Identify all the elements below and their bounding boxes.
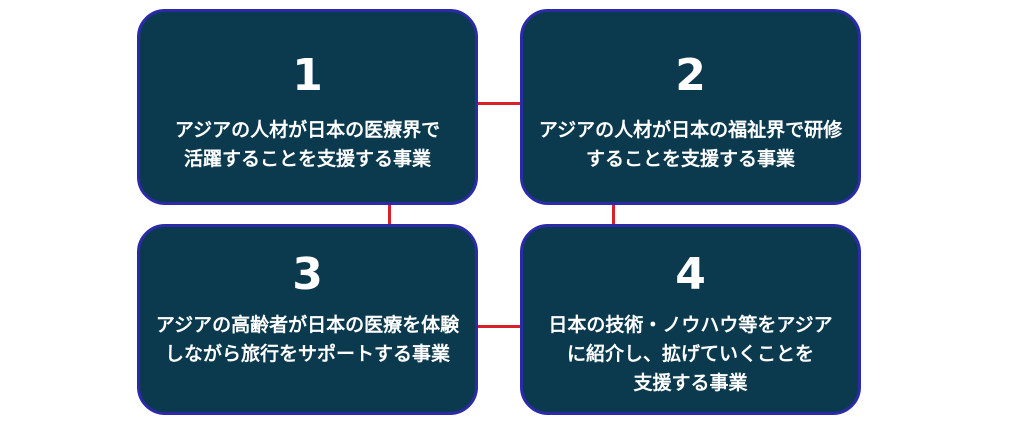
- card-2-line-1: アジアの人材が日本の福祉界で研修: [538, 119, 843, 141]
- card-3-description: アジアの高齢者が日本の医療を体験 しながら旅行をサポートする事業: [140, 311, 475, 369]
- connector-top: [476, 102, 524, 105]
- card-1-description: アジアの人材が日本の医療界で 活躍することを支援する事業: [140, 116, 475, 174]
- card-3: 3 アジアの高齢者が日本の医療を体験 しながら旅行をサポートする事業: [137, 224, 478, 415]
- connector-left: [388, 204, 391, 226]
- card-4-description: 日本の技術・ノウハウ等をアジア に紹介し、拡げていくことを 支援する事業: [523, 311, 858, 398]
- card-4: 4 日本の技術・ノウハウ等をアジア に紹介し、拡げていくことを 支援する事業: [520, 224, 861, 415]
- card-1-number: 1: [292, 50, 323, 101]
- card-4-line-3: 支援する事業: [633, 372, 748, 394]
- card-4-number: 4: [675, 249, 706, 300]
- card-2-line-2: することを支援する事業: [585, 148, 795, 170]
- card-3-line-2: しながら旅行をサポートする事業: [164, 343, 450, 365]
- connector-bottom: [476, 325, 524, 328]
- connector-right: [612, 204, 615, 226]
- card-1-line-1: アジアの人材が日本の医療界で: [174, 119, 441, 141]
- card-4-line-1: 日本の技術・ノウハウ等をアジア: [548, 314, 833, 336]
- card-3-number: 3: [292, 249, 323, 300]
- card-1: 1 アジアの人材が日本の医療界で 活躍することを支援する事業: [137, 9, 478, 205]
- card-2-description: アジアの人材が日本の福祉界で研修 することを支援する事業: [523, 116, 858, 174]
- card-3-line-1: アジアの高齢者が日本の医療を体験: [155, 314, 460, 336]
- card-2-number: 2: [675, 50, 706, 101]
- card-2: 2 アジアの人材が日本の福祉界で研修 することを支援する事業: [520, 9, 861, 205]
- card-1-line-2: 活躍することを支援する事業: [183, 148, 431, 170]
- card-4-line-2: に紹介し、拡げていくことを: [566, 343, 814, 365]
